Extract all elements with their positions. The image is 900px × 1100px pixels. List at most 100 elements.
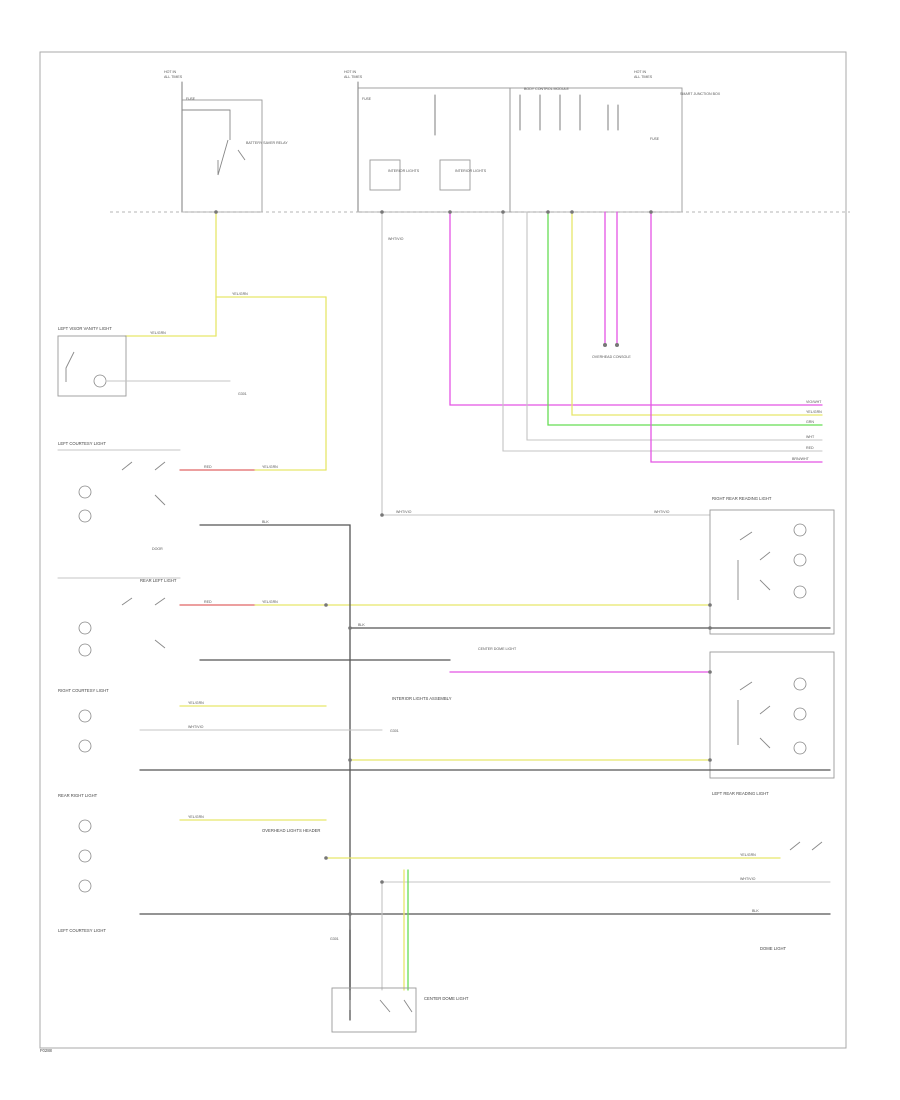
fuse-label-c: FUSE <box>650 137 660 141</box>
right-courtesy-label: RIGHT COURTESY LIGHT <box>58 688 109 693</box>
smart-junction-label: SMART JUNCTION BOX <box>680 92 721 96</box>
left-courtesy-lamp-1 <box>78 485 92 499</box>
left-courtesy-switch <box>121 461 166 506</box>
right-courtesy-yel-label: YEL/GRN <box>188 701 204 705</box>
wire-yellow-bundle <box>571 211 823 416</box>
hot-label-3b: ALL TIMES <box>634 75 653 79</box>
interior-lights-label-1: INTERIOR LIGHTS <box>388 169 420 173</box>
hot-label-2b: ALL TIMES <box>344 75 363 79</box>
junction-dots <box>214 210 712 916</box>
rear-left-red-label: RED <box>204 600 212 604</box>
interior-relay-1 <box>369 159 401 191</box>
right-courtesy-lamp-2 <box>78 739 92 753</box>
wire-pink-2 <box>650 211 823 463</box>
footer-code: F0288 <box>40 1048 53 1053</box>
bcm-label: BODY CONTROL MODULE <box>524 87 570 91</box>
yel-grn-label-2: YEL/GRN <box>150 331 166 335</box>
interior-relay-2 <box>439 159 471 191</box>
rear-left-switch <box>121 597 166 649</box>
fuse-box-mid <box>357 87 511 213</box>
yel-grn-label-1: YEL/GRN <box>232 292 248 296</box>
left-courtesy-yel-label: YEL/GRN <box>262 465 278 469</box>
right-courtesy-switch <box>789 841 823 851</box>
rear-left-light-label: REAR LEFT LIGHT <box>140 578 177 583</box>
hot-label-1: HOT IN <box>164 70 177 74</box>
rear-right-lamp-2 <box>78 849 92 863</box>
hot-label-1b: ALL TIMES <box>164 75 183 79</box>
wire-grey-bundle-2 <box>526 211 823 441</box>
overhead-console-label: OVERHEAD CONSOLE <box>592 355 631 359</box>
dome-light-switch <box>349 999 413 1013</box>
lr-reading-switches <box>737 681 771 749</box>
rear-left-lamp-1 <box>78 621 92 635</box>
interior-lights-label-2: INTERIOR LIGHTS <box>455 169 487 173</box>
fuse-label-a: FUSE <box>186 97 196 101</box>
rear-left-lamp-2 <box>78 643 92 657</box>
right-courtesy-grey-label: WHT/VIO <box>188 725 204 729</box>
ground-label-2: G301 <box>390 729 399 733</box>
connector-dot-2 <box>615 343 619 347</box>
wht-vio-label-1: WHT/VIO <box>388 237 404 241</box>
left-visor-ground-label: G301 <box>238 392 247 396</box>
left-visor-switch <box>65 351 75 382</box>
bcm-box <box>509 87 683 213</box>
connector-dot-1 <box>603 343 607 347</box>
wire-green-1 <box>547 211 823 426</box>
rear-right-lamp-3 <box>78 879 92 893</box>
left-courtesy-red-label: RED <box>204 465 212 469</box>
svg-text:BRN/WHT: BRN/WHT <box>792 457 810 461</box>
fuse-box-left <box>181 99 263 213</box>
rear-courtesy-bottom-label: LEFT COURTESY LIGHT <box>58 928 106 933</box>
center-dome-label: CENTER DOME LIGHT <box>478 647 517 651</box>
right-courtesy-lamp-1 <box>78 709 92 723</box>
left-visor-lamp <box>93 374 107 388</box>
rear-left-yel-label: YEL/GRN <box>262 600 278 604</box>
rr-reading-lamp-2 <box>793 553 807 567</box>
rear-right-yel-label: YEL/GRN <box>188 815 204 819</box>
rear-right-light-label: REAR RIGHT LIGHT <box>58 793 98 798</box>
bundle-end-labels: VIO/WHT YEL/GRN GRN WHT RED BRN/WHT <box>792 400 822 461</box>
rear-reading-box-2 <box>709 651 835 779</box>
lr-reading-lamp-3 <box>793 741 807 755</box>
black-wire-main <box>199 524 351 1021</box>
fuse-label-b: FUSE <box>362 97 372 101</box>
svg-text:WHT: WHT <box>806 435 815 439</box>
hot-label-3: HOT IN <box>634 70 647 74</box>
rr-reading-lamp-3 <box>793 585 807 599</box>
left-courtesy-label: LEFT COURTESY LIGHT <box>58 441 106 446</box>
lr-reading-lamp-2 <box>793 707 807 721</box>
dome-light-box <box>331 987 417 1033</box>
rr-reading-lamp-1 <box>793 523 807 537</box>
wht-vio-label-2: WHT/VIO <box>396 510 412 514</box>
interior-lights-assembly-label: INTERIOR LIGHTS ASSEMBLY <box>392 696 452 701</box>
svg-text:VIO/WHT: VIO/WHT <box>806 400 822 404</box>
blk-label-right: BLK <box>752 909 759 913</box>
left-visor-vanity-label: LEFT VISOR VANITY LIGHT <box>58 326 112 331</box>
diagram-frame <box>39 51 847 1049</box>
battery-saver-label: BATTERY SAVER RELAY <box>246 141 288 145</box>
wire-pink-1 <box>449 211 823 406</box>
left-visor-box <box>57 335 127 397</box>
black-label-2: BLK <box>358 623 365 627</box>
rear-right-lamp-1 <box>78 819 92 833</box>
wht-vio-label-right: WHT/VIO <box>740 877 756 881</box>
rear-reading-box-1 <box>709 509 835 635</box>
dome-light-label: DOME LIGHT <box>760 946 786 951</box>
hot-label-2: HOT IN <box>344 70 357 74</box>
battery-saver-switch <box>217 110 246 176</box>
black-label-1: BLK <box>262 520 269 524</box>
wire-grey-bundle-1 <box>502 211 823 452</box>
center-dome-label-bottom: CENTER DOME LIGHT <box>424 996 469 1001</box>
overhead-lights-header-label: OVERHEAD LIGHTS HEADER <box>262 828 320 833</box>
yel-grn-label-right: YEL/GRN <box>740 853 756 857</box>
wht-vio-label-3: WHT/VIO <box>654 510 670 514</box>
ground-label-bottom: G301 <box>330 937 339 941</box>
svg-text:RED: RED <box>806 446 814 450</box>
bcm-pin-labels <box>519 94 619 131</box>
lr-reading-lamp-1 <box>793 677 807 691</box>
left-rear-reading-label: LEFT REAR READING LIGHT <box>712 791 769 796</box>
rr-reading-switches <box>737 531 771 600</box>
left-courtesy-lamp-2 <box>78 509 92 523</box>
door-label-1: DOOR <box>152 547 163 551</box>
